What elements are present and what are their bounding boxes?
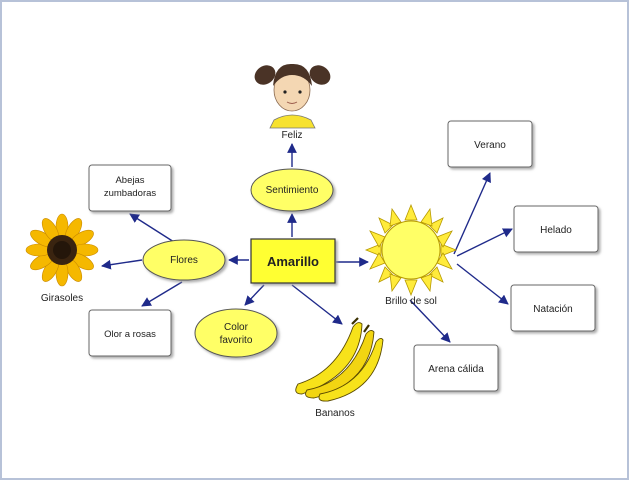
connectors bbox=[101, 143, 513, 343]
verano-box bbox=[447, 120, 533, 168]
girasoles-label: Girasoles bbox=[41, 293, 83, 304]
natacion-label: Natación bbox=[533, 304, 572, 315]
color-favorito-label-line1: Color bbox=[224, 322, 249, 333]
abejas-box bbox=[88, 164, 172, 212]
arrow-sol-to-verano bbox=[453, 172, 491, 255]
color-favorito-label-line2: favorito bbox=[220, 335, 253, 346]
helado-label: Helado bbox=[540, 225, 572, 236]
helado-box bbox=[513, 205, 599, 253]
center-node bbox=[250, 238, 336, 284]
center-label: Amarillo bbox=[267, 254, 319, 269]
feliz-label: Feliz bbox=[281, 130, 302, 141]
abejas-label-line2: zumbadoras bbox=[104, 188, 157, 199]
arrow-center-to-color bbox=[244, 284, 265, 306]
arrow-flores-to-olor bbox=[141, 281, 183, 307]
sentimiento-node bbox=[250, 168, 334, 212]
sentimiento-label: Sentimiento bbox=[266, 185, 319, 196]
arrow-flores-to-abejas bbox=[129, 213, 175, 243]
arena-calida-box bbox=[413, 344, 499, 392]
sun-icon bbox=[364, 203, 458, 297]
arena-calida-label: Arena cálida bbox=[428, 364, 484, 375]
girl-face-icon bbox=[254, 63, 331, 129]
olor-a-rosas-box bbox=[88, 309, 172, 357]
olor-a-rosas-label: Olor a rosas bbox=[104, 329, 156, 340]
brillo-de-sol-label: Brillo de sol bbox=[385, 296, 437, 307]
flores-label: Flores bbox=[170, 255, 198, 266]
arrow-flores-to-girasoles bbox=[101, 259, 143, 270]
verano-label: Verano bbox=[474, 140, 506, 151]
bananas-icon bbox=[295, 317, 384, 402]
flores-node bbox=[142, 239, 226, 281]
abejas-label-line1: Abejas bbox=[115, 175, 144, 186]
arrow-sol-to-arena bbox=[409, 299, 451, 343]
arrow-center-to-bananos bbox=[291, 284, 343, 325]
natacion-box bbox=[510, 284, 596, 332]
sunflower-icon bbox=[25, 213, 99, 287]
color-favorito-node bbox=[194, 308, 278, 358]
bananos-label: Bananos bbox=[315, 408, 354, 419]
arrow-sol-to-helado bbox=[456, 228, 513, 257]
arrow-sol-to-natacion bbox=[456, 263, 509, 305]
